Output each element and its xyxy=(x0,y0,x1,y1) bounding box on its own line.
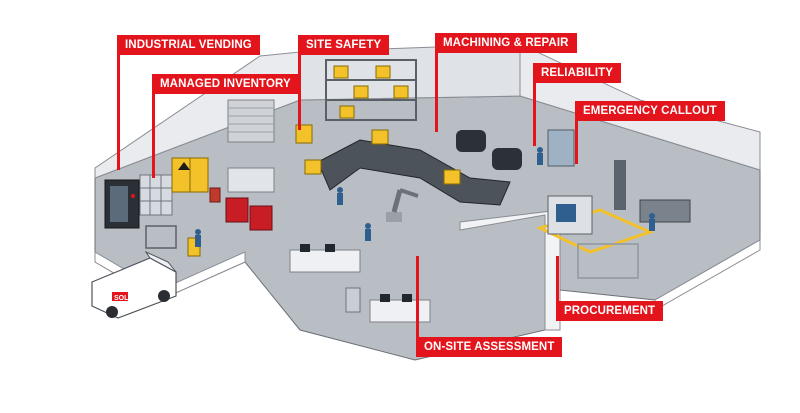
robot-arm xyxy=(386,188,419,222)
pallet-cage xyxy=(145,225,177,249)
callout-pin xyxy=(556,256,559,316)
callout-pin xyxy=(416,256,419,344)
tool-chest xyxy=(225,197,249,223)
conveyor-belt xyxy=(317,139,511,206)
storage-racking xyxy=(325,59,417,121)
callout-procurement: PROCUREMENT xyxy=(556,301,664,321)
delivery-van xyxy=(91,250,177,319)
callout-site-safety: SITE SAFETY xyxy=(298,35,390,55)
vending-machine xyxy=(104,179,140,229)
inventory-lockers xyxy=(139,174,173,216)
callout-pin xyxy=(117,48,120,170)
crate xyxy=(443,169,461,185)
control-panel xyxy=(547,129,575,167)
red-barrel xyxy=(209,187,221,203)
callout-industrial-vending: INDUSTRIAL VENDING xyxy=(117,35,260,55)
callout-pin xyxy=(298,48,301,130)
callout-reliability: RELIABILITY xyxy=(533,63,622,83)
office-desks xyxy=(289,244,431,323)
crate xyxy=(304,159,322,175)
callout-pin xyxy=(575,112,578,164)
safety-cage xyxy=(577,243,639,279)
cnc-machine xyxy=(547,195,593,235)
tool-board xyxy=(227,167,275,193)
lathe xyxy=(639,199,691,223)
callout-onsite-assessment: ON-SITE ASSESSMENT xyxy=(416,337,563,357)
van-logo: SOL xyxy=(114,295,129,302)
callout-pin xyxy=(533,76,536,146)
callout-managed-inventory: MANAGED INVENTORY xyxy=(152,74,299,94)
callout-pin xyxy=(435,46,438,132)
filing-cabinet xyxy=(345,287,361,313)
electric-motors xyxy=(456,130,522,170)
drill-press xyxy=(614,160,626,210)
callout-machining-repair: MACHINING & REPAIR xyxy=(435,33,577,53)
tool-chest xyxy=(249,205,273,231)
callout-pin xyxy=(152,86,155,178)
callout-emergency-callout: EMERGENCY CALLOUT xyxy=(575,101,725,121)
crate xyxy=(371,129,389,145)
roller-shutter xyxy=(227,99,275,143)
workers xyxy=(195,147,655,247)
hazmat-cabinet xyxy=(171,157,209,193)
